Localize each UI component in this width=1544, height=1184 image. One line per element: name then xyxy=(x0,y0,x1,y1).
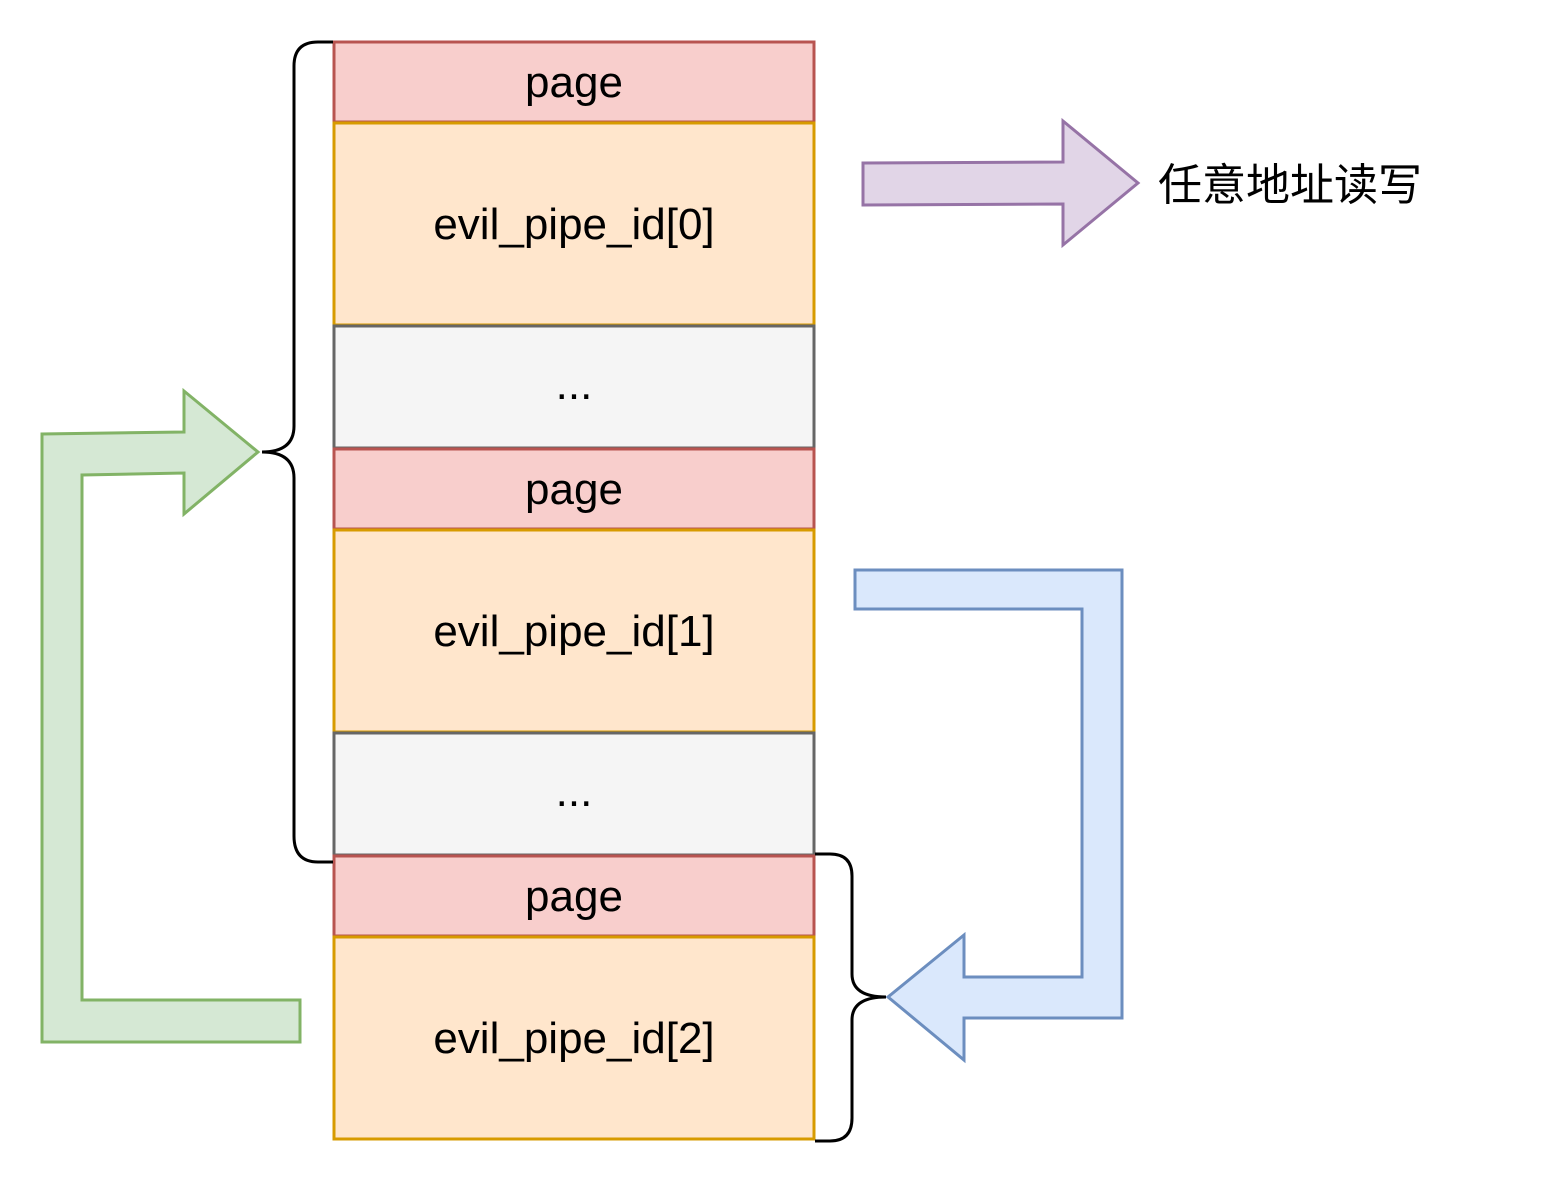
page-block-label-0: page xyxy=(525,58,623,107)
arbitrary-rw-label: 任意地址读写 xyxy=(1158,160,1422,211)
memory-block-stack: page evil_pipe_id[0]... page evil_pipe_id[1… xyxy=(332,40,816,1141)
purple-arrow-outline xyxy=(861,117,1141,249)
page-block-0 xyxy=(332,40,816,124)
gap-block-2 xyxy=(332,324,816,450)
green-loop-arrow xyxy=(42,391,300,1042)
page-block-label-6: page xyxy=(525,872,623,921)
pipe-block-1 xyxy=(332,121,816,327)
right-curly-brace xyxy=(815,852,887,1143)
page-block-3 xyxy=(332,447,816,531)
left-curly-brace xyxy=(261,40,333,864)
gap-block-label-5: ... xyxy=(556,767,593,816)
purple-arrow xyxy=(863,121,1138,245)
gap-block-5 xyxy=(332,731,816,857)
pipe-block-label-4: evil_pipe_id[1] xyxy=(433,607,714,656)
pipe-block-label-1: evil_pipe_id[0] xyxy=(433,200,714,249)
pipe-block-7 xyxy=(332,935,816,1141)
gap-block-label-2: ... xyxy=(556,360,593,409)
blue-loop-arrow xyxy=(855,570,1122,1060)
blue-loop-arrow-outline xyxy=(853,568,1124,1064)
page-block-label-3: page xyxy=(525,465,623,514)
pipe-block-label-7: evil_pipe_id[2] xyxy=(433,1014,714,1063)
green-loop-arrow-outline xyxy=(40,387,302,1044)
pipe-block-4 xyxy=(332,528,816,734)
